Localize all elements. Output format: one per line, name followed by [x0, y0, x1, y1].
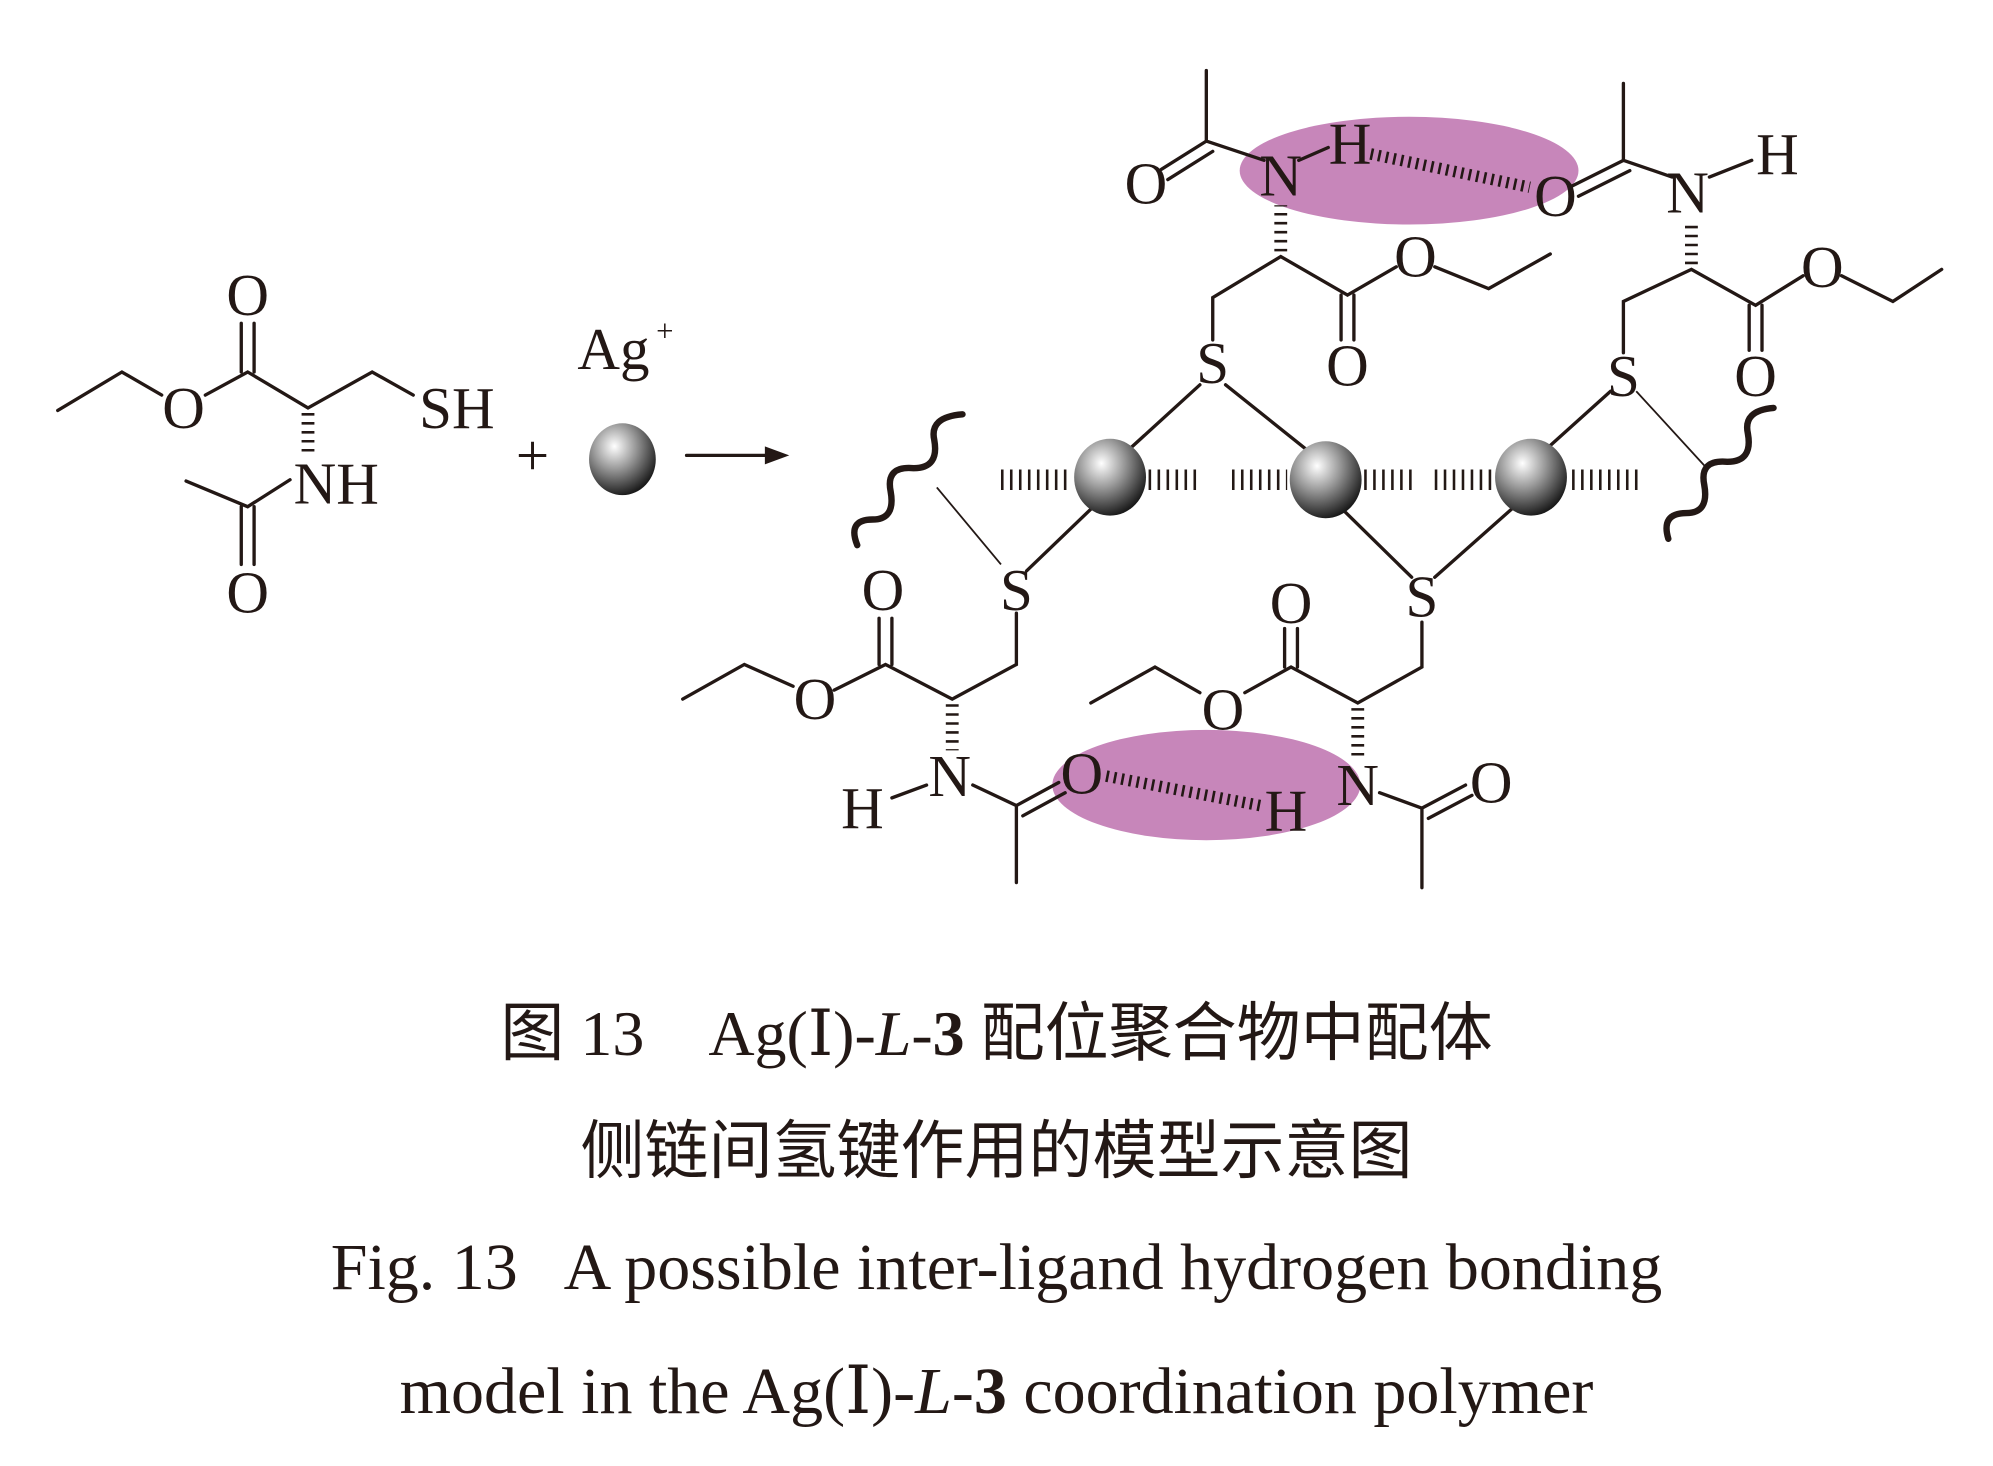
atom-label: S: [1406, 563, 1439, 629]
atom-label: O: [1734, 343, 1777, 409]
atom-label: O: [1394, 224, 1437, 290]
atom-label: O: [226, 262, 269, 328]
ligand-top-2: N H O O O: [1534, 81, 1944, 409]
caption-en-line2: model in the Ag(Ⅰ)-L-3 coordination poly…: [0, 1352, 1993, 1430]
plus-sign: +: [516, 422, 549, 488]
caption-text-bold: 3: [932, 998, 965, 1069]
atom-label: SH: [419, 375, 494, 441]
caption-en-line1: Fig. 13 A possible inter-ligand hydrogen…: [330, 1231, 1663, 1304]
atom-label: O: [162, 375, 205, 441]
caption-text: -: [951, 1355, 974, 1428]
caption-text: coordination polymer: [1006, 1355, 1594, 1428]
reactant-n-acetylcysteine-ethyl-ester: O O SH NH O: [56, 262, 495, 626]
reaction-scheme: O O SH NH O + Ag + S S S S: [56, 68, 1944, 890]
caption-text: model in the Ag(Ⅰ)-: [399, 1355, 916, 1428]
atom-label: H: [841, 775, 884, 841]
atom-label: H: [1756, 121, 1799, 187]
caption-text-italic: L: [875, 998, 912, 1069]
hbond-highlight-top: [1239, 116, 1579, 225]
atom-label: O: [1270, 570, 1313, 636]
atom-label: O: [1801, 234, 1844, 300]
atom-label: O: [1534, 163, 1577, 229]
atom-label: O: [1470, 749, 1513, 815]
caption-text: 配位聚合物中配体: [964, 998, 1493, 1069]
polymer-continuation-right: [1663, 404, 1777, 542]
silver-atom: [1289, 441, 1362, 519]
caption-cn-line2: 侧链间氢键作用的模型示意图: [580, 1116, 1413, 1187]
caption-text-bold: 3: [973, 1355, 1007, 1428]
hbond-highlight-bottom: [1052, 729, 1361, 841]
caption-text: -: [911, 998, 933, 1069]
silver-ion-ball: [589, 423, 656, 496]
caption-text-italic: L: [915, 1355, 952, 1428]
caption-cn-line1: 图 13 Ag(Ⅰ)-L-3 配位聚合物中配体: [0, 982, 1993, 1074]
caption-text: 图 13 Ag(Ⅰ)-: [500, 998, 876, 1069]
silver-atom: [1074, 438, 1147, 516]
atom-label: O: [862, 557, 905, 623]
ligand-top-1: N H O O O: [1125, 68, 1552, 399]
atom-label: N: [1666, 159, 1709, 225]
atom-label: O: [794, 666, 837, 732]
atom-label: O: [1326, 333, 1369, 399]
atom-label: H: [1265, 778, 1308, 844]
silver-atom: [1495, 438, 1567, 516]
atom-label: O: [1125, 150, 1168, 216]
charge-label: +: [656, 314, 673, 348]
atom-label: N: [1259, 143, 1302, 209]
ligand-bottom-2: N H O O O: [1089, 570, 1513, 890]
ligand-bottom-1: N H O O O: [681, 557, 1262, 885]
reaction-arrow-icon: [684, 446, 790, 465]
coordination-polymer: S S S S: [851, 330, 1777, 629]
atom-label: NH: [294, 451, 379, 517]
atom-label: O: [1061, 741, 1104, 807]
polymer-continuation-left: [851, 411, 966, 549]
atom-label: N: [928, 743, 971, 809]
atom-label: H: [1329, 111, 1372, 177]
silver-ion-label: Ag: [577, 316, 649, 382]
atom-label: O: [226, 560, 269, 626]
atom-label: N: [1336, 752, 1379, 818]
atom-label: O: [1202, 676, 1245, 742]
